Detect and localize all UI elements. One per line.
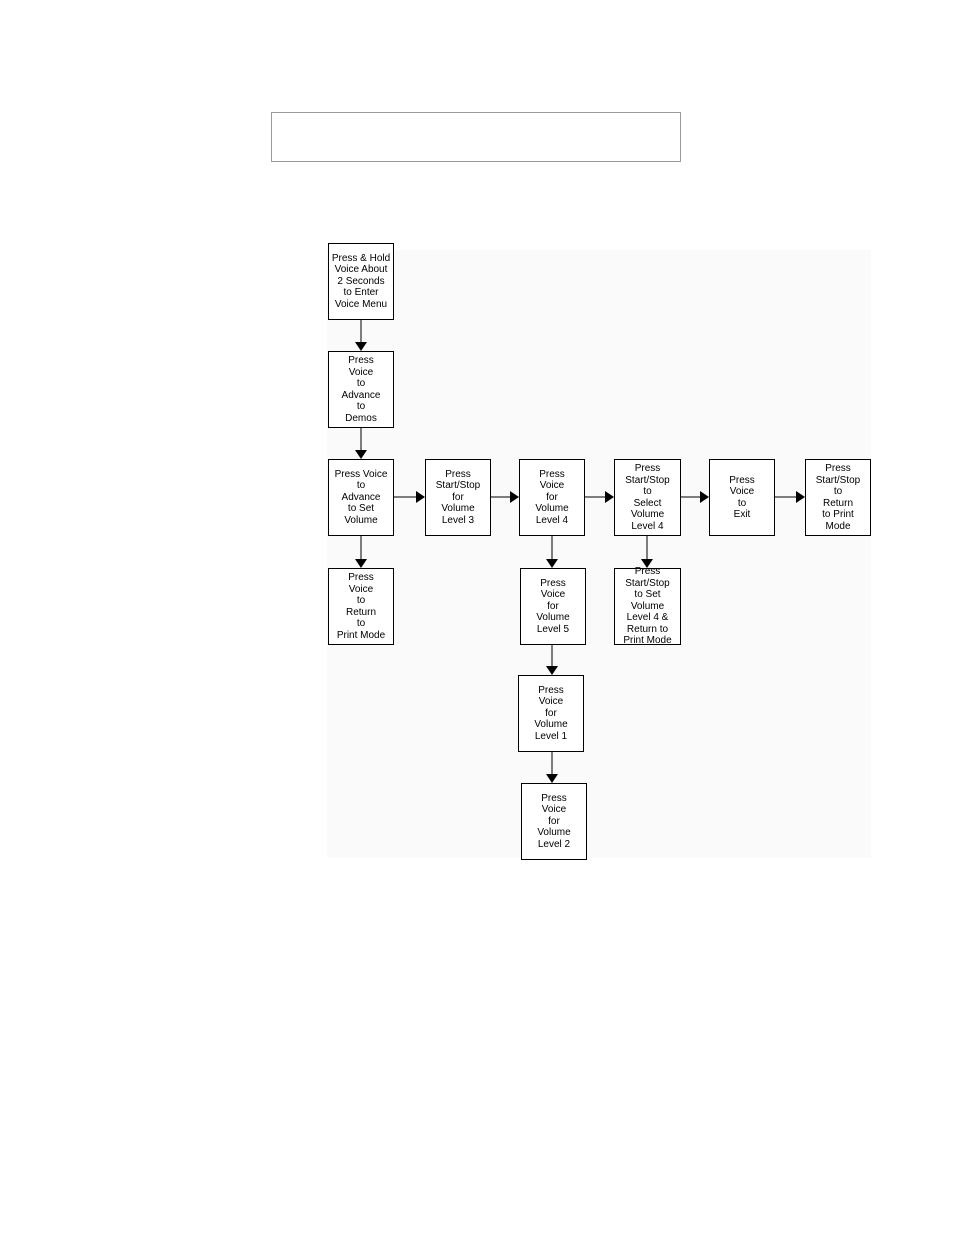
connector-arrow bbox=[355, 428, 367, 459]
connector-arrow bbox=[585, 491, 614, 503]
flow-box-enter-voice-menu: Press & Hold Voice About 2 Seconds to En… bbox=[328, 243, 394, 320]
header-box bbox=[271, 112, 681, 162]
flow-box-text: Press Start/Stop to Return to Print Mode bbox=[815, 463, 861, 532]
flow-box-text: Press Start/Stop to Select Volume Level … bbox=[625, 463, 670, 532]
flow-box-volume-level-1: Press Voice for Volume Level 1 bbox=[518, 675, 584, 752]
flow-box-volume-level-5: Press Voice for Volume Level 5 bbox=[520, 568, 586, 645]
flow-box-text: Press Voice to Return to Print Mode bbox=[336, 572, 386, 641]
flow-box-volume-level-4: Press Voice for Volume Level 4 bbox=[519, 459, 585, 536]
flow-box-text: Press Voice to Exit bbox=[729, 474, 755, 521]
flow-box-set-volume-level-4-return: Press Start/Stop to Set Volume Level 4 &… bbox=[614, 566, 681, 647]
flow-box-text: Press Start/Stop to Set Volume Level 4 &… bbox=[623, 566, 672, 647]
connector-arrow bbox=[491, 491, 519, 503]
flow-box-text: Press Start/Stop for Volume Level 3 bbox=[435, 468, 481, 526]
connector-arrow bbox=[641, 536, 653, 568]
flow-box-select-volume-level-4: Press Start/Stop to Select Volume Level … bbox=[614, 459, 681, 536]
flow-box-volume-level-2: Press Voice for Volume Level 2 bbox=[521, 783, 587, 860]
flow-box-volume-level-3: Press Start/Stop for Volume Level 3 bbox=[425, 459, 491, 536]
flowchart-area bbox=[327, 250, 871, 858]
flow-box-advance-to-set-volume: Press Voice to Advance to Set Volume bbox=[328, 459, 394, 536]
flow-box-return-to-print-mode-2: Press Start/Stop to Return to Print Mode bbox=[805, 459, 871, 536]
connector-arrow bbox=[546, 645, 558, 675]
flow-box-exit: Press Voice to Exit bbox=[709, 459, 775, 536]
flow-box-text: Press Voice for Volume Level 5 bbox=[536, 577, 570, 635]
flow-box-text: Press Voice to Advance to Set Volume bbox=[334, 468, 388, 526]
connector-arrow bbox=[355, 320, 367, 351]
flow-box-text: Press Voice for Volume Level 1 bbox=[534, 684, 568, 742]
connector-arrow bbox=[546, 536, 558, 568]
connector-arrow bbox=[546, 752, 558, 783]
connector-arrow bbox=[681, 491, 709, 503]
connector-arrow bbox=[394, 491, 425, 503]
flow-box-text: Press Voice for Volume Level 4 bbox=[535, 468, 569, 526]
flow-box-text: Press Voice to Advance to Demos bbox=[341, 355, 381, 424]
flow-box-text: Press & Hold Voice About 2 Seconds to En… bbox=[331, 252, 391, 310]
connector-arrow bbox=[775, 491, 805, 503]
flow-box-return-to-print-mode-1: Press Voice to Return to Print Mode bbox=[328, 568, 394, 645]
flow-box-text: Press Voice for Volume Level 2 bbox=[537, 792, 571, 850]
flow-box-advance-to-demos: Press Voice to Advance to Demos bbox=[328, 351, 394, 428]
connector-arrow bbox=[355, 536, 367, 568]
